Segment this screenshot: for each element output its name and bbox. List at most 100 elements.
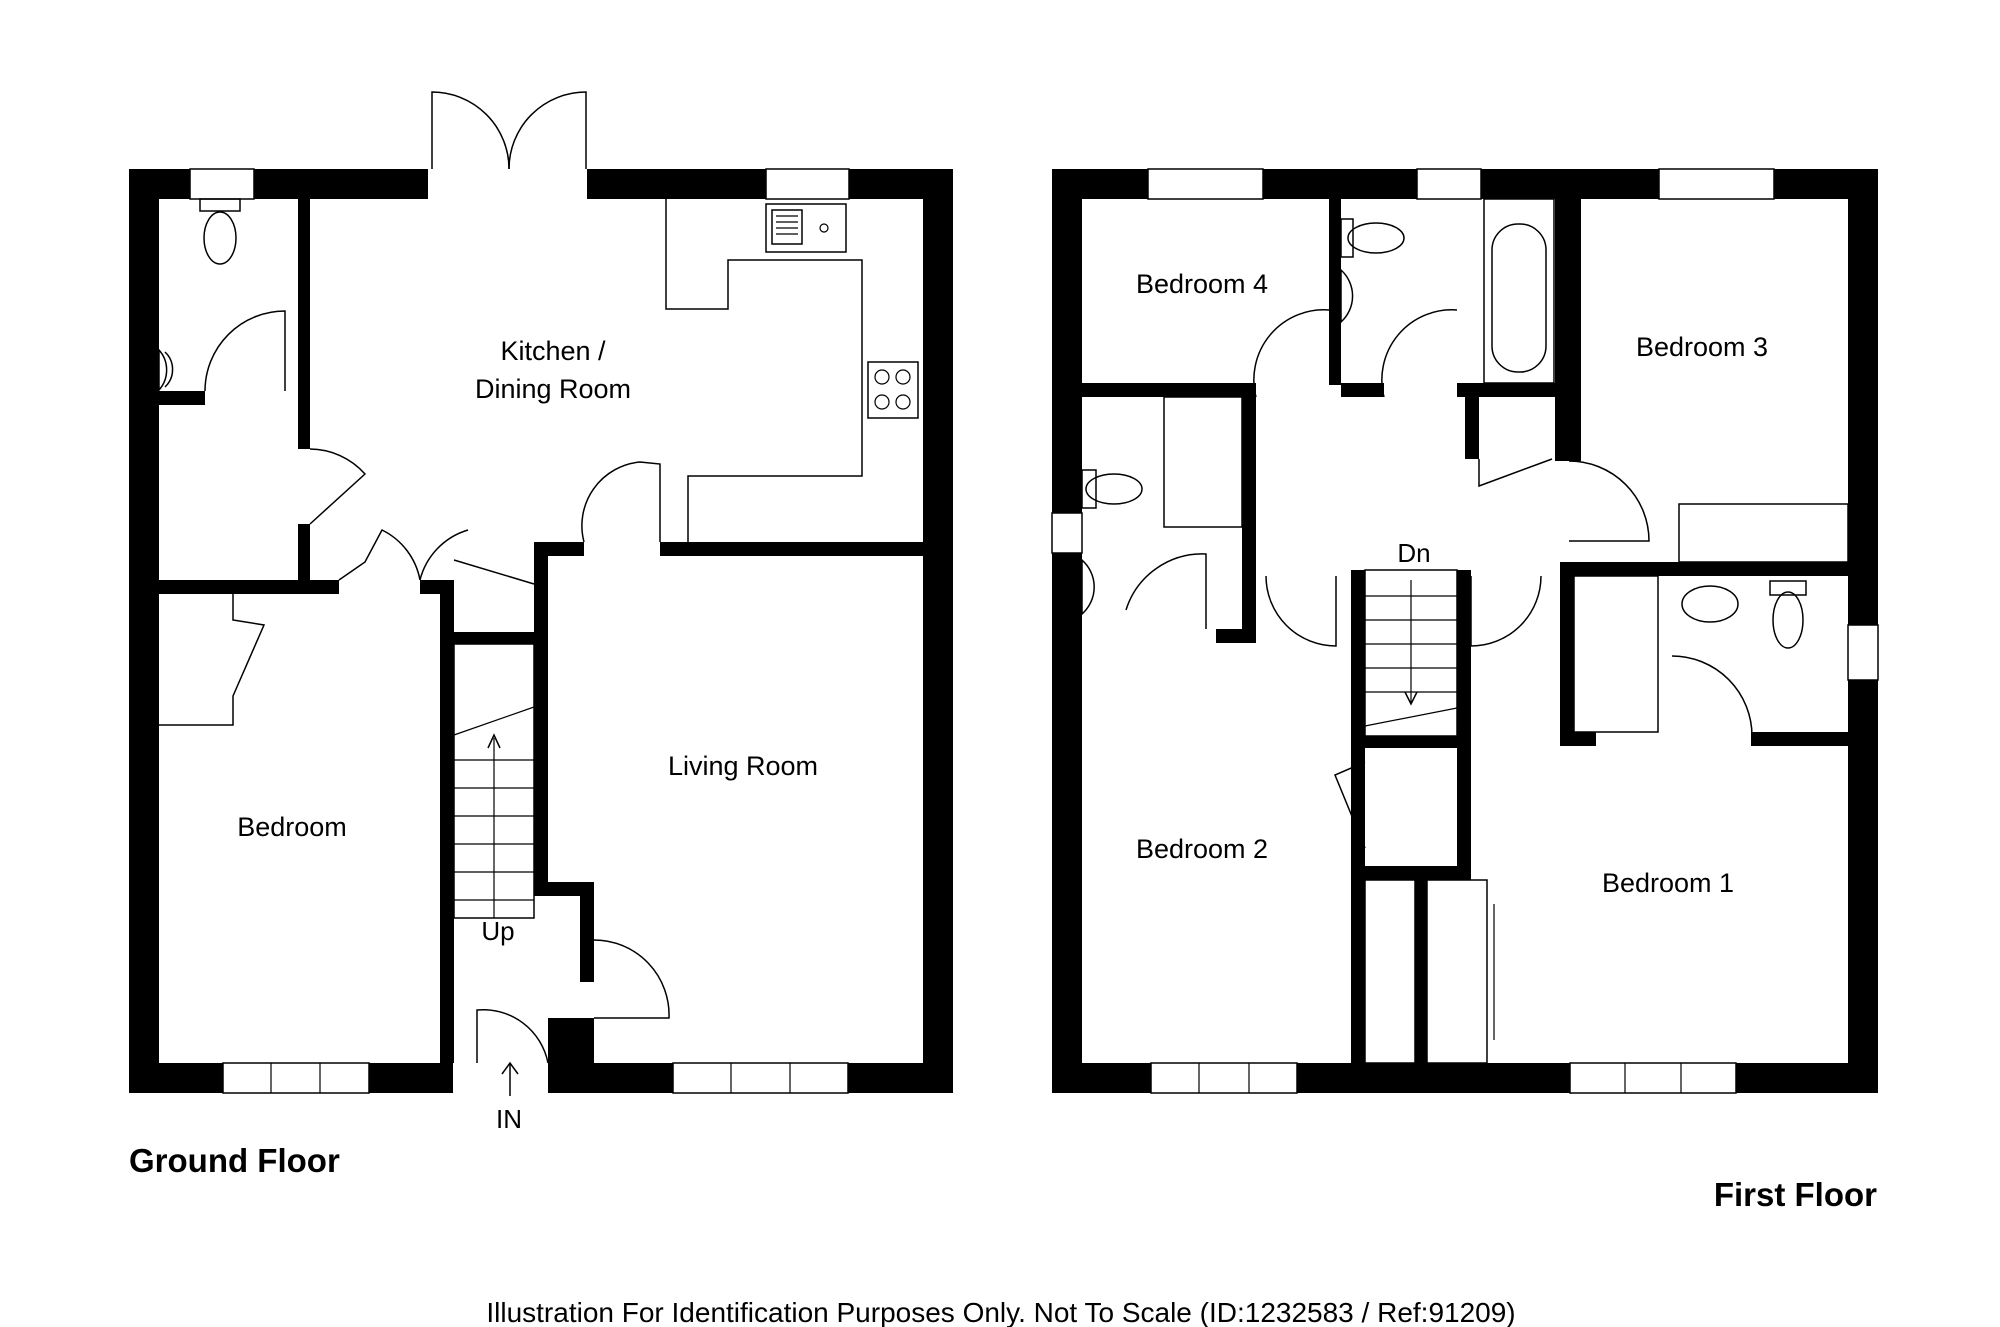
gf-bedroom-door bbox=[338, 529, 421, 581]
ff-window-bed3 bbox=[1658, 168, 1775, 200]
label-bedroom-2: Bedroom 2 bbox=[1136, 834, 1268, 864]
gf-wall-hall-top bbox=[298, 391, 310, 449]
gf-stairs bbox=[453, 643, 535, 919]
ff-wall-bath-bottom-b bbox=[1457, 383, 1555, 397]
ff-ensuite2-door bbox=[1125, 553, 1207, 629]
gf-wall-living-top-b bbox=[660, 542, 923, 556]
gf-window-living bbox=[672, 1062, 849, 1094]
label-kitchen-line1: Kitchen / bbox=[500, 336, 606, 366]
ff-wall-ensuite1-left bbox=[1560, 576, 1574, 746]
ff-wall-stair-bottom bbox=[1365, 736, 1457, 748]
ff-bath-basin bbox=[1340, 268, 1354, 324]
ff-ensuite1-basin bbox=[1681, 585, 1739, 623]
gf-wall-living-step bbox=[534, 882, 594, 896]
gf-hall-door-wc bbox=[309, 448, 367, 525]
label-living-room: Living Room bbox=[668, 751, 818, 781]
ground-floor-plan bbox=[129, 91, 953, 1096]
ff-wall-ensuite1-bottom bbox=[1560, 732, 1596, 746]
gf-lounge-door bbox=[593, 939, 670, 1019]
gf-kitchen-sink bbox=[765, 203, 847, 253]
gf-wc-toilet bbox=[203, 211, 237, 265]
gf-wc-door bbox=[204, 310, 286, 392]
gf-french-door-right bbox=[508, 91, 587, 170]
gf-french-door-left bbox=[431, 91, 510, 170]
label-stairs-up: Up bbox=[481, 916, 514, 946]
ff-wall-bed4-right bbox=[1329, 199, 1341, 385]
gf-wc-basin bbox=[158, 348, 168, 392]
gf-wall-living-step-v bbox=[580, 882, 594, 982]
ff-ensuite1-door bbox=[1671, 655, 1753, 737]
ff-ensuite2-basin bbox=[1081, 558, 1095, 616]
first-floor-title: First Floor bbox=[1714, 1176, 1877, 1213]
ff-wall-bath-bottom bbox=[1341, 383, 1384, 397]
ff-ensuite1-toilet-cistern bbox=[1769, 580, 1807, 596]
ff-wall-wardrobe-mid bbox=[1415, 880, 1427, 1063]
gf-wall-entrance-right bbox=[548, 1018, 594, 1063]
ff-cupboard-door bbox=[1334, 761, 1366, 849]
gf-wall-living-top-a bbox=[534, 542, 584, 556]
ff-window-bath bbox=[1416, 168, 1482, 200]
label-kitchen-line2: Dining Room bbox=[475, 374, 631, 404]
gf-kitchen-hob bbox=[867, 361, 919, 419]
ff-window-ensuite-left bbox=[1051, 512, 1083, 554]
ff-wall-stair-left bbox=[1351, 570, 1365, 1070]
label-entrance-in: IN bbox=[496, 1104, 522, 1134]
gf-bedroom-cupboard bbox=[159, 594, 266, 726]
ff-ensuite1-shower bbox=[1573, 575, 1659, 733]
ff-ensuite2-toilet bbox=[1085, 473, 1143, 505]
ground-floor-title: Ground Floor bbox=[129, 1142, 340, 1179]
ff-bath-door bbox=[1381, 309, 1458, 398]
gf-window-wc bbox=[189, 168, 255, 200]
gf-kitchen-worktop bbox=[665, 199, 863, 542]
ff-wall-left bbox=[1052, 169, 1082, 1093]
ff-airing-door bbox=[1478, 458, 1553, 488]
gf-wall-living-left-top bbox=[534, 542, 548, 896]
gf-front-door bbox=[476, 1008, 549, 1064]
gf-wall-wc-bottom bbox=[159, 391, 205, 405]
ff-wall-airing-left bbox=[1465, 397, 1479, 459]
gf-kitchen-door bbox=[419, 529, 469, 581]
ff-stairs bbox=[1364, 569, 1458, 737]
gf-wall-bed-right bbox=[440, 580, 454, 1063]
ff-bed1-wardrobe bbox=[1426, 879, 1488, 1064]
footer-disclaimer: Illustration For Identification Purposes… bbox=[486, 1297, 1515, 1327]
gf-wc-cistern bbox=[199, 198, 241, 212]
ff-bed3-wardrobe bbox=[1678, 503, 1849, 563]
label-bedroom-4: Bedroom 4 bbox=[1136, 269, 1268, 299]
ff-wall-ensuite1-bottom-b bbox=[1751, 732, 1848, 746]
gf-living-door bbox=[581, 461, 661, 543]
gf-wall-top-left bbox=[129, 169, 428, 199]
ff-bed2-wardrobe bbox=[1364, 879, 1416, 1064]
ff-ensuite2-shower bbox=[1163, 396, 1243, 528]
gf-wall-right bbox=[923, 169, 953, 1093]
label-stairs-down: Dn bbox=[1397, 538, 1430, 568]
gf-window-bedroom bbox=[222, 1062, 370, 1094]
label-bedroom-3: Bedroom 3 bbox=[1636, 332, 1768, 362]
gf-wall-cupboard-bottom bbox=[454, 632, 534, 644]
ff-window-bed1 bbox=[1569, 1062, 1737, 1094]
label-gf-bedroom: Bedroom bbox=[237, 812, 347, 842]
label-bedroom-1: Bedroom 1 bbox=[1602, 868, 1734, 898]
gf-cupboard-door bbox=[453, 559, 535, 585]
ff-bath-toilet bbox=[1347, 222, 1405, 254]
ff-wall-ensuite2-top bbox=[1082, 383, 1256, 397]
first-floor-plan bbox=[1051, 168, 1879, 1094]
ff-bath-tub bbox=[1483, 198, 1555, 384]
gf-wall-lobby-left bbox=[298, 524, 310, 580]
ff-window-ensuite-right bbox=[1847, 624, 1879, 681]
ff-wall-bed3-bottom bbox=[1679, 562, 1848, 576]
ff-wall-stair-right bbox=[1457, 570, 1471, 870]
ff-wall-cupboard-bottom bbox=[1365, 866, 1471, 880]
ff-wall-ensuite2-bottom bbox=[1216, 629, 1256, 643]
ff-wall-ensuite2-right bbox=[1242, 397, 1256, 643]
ff-window-bed2 bbox=[1150, 1062, 1298, 1094]
ff-bed4-door bbox=[1253, 309, 1330, 398]
ff-wall-bath-right bbox=[1555, 199, 1569, 461]
ff-window-bed4 bbox=[1147, 168, 1264, 200]
ff-bed3-door bbox=[1568, 460, 1650, 542]
gf-wall-bedroom-top bbox=[159, 580, 339, 594]
gf-wall-left bbox=[129, 169, 159, 1093]
ff-bed1-door bbox=[1470, 575, 1542, 647]
ff-ensuite1-toilet bbox=[1772, 591, 1804, 649]
